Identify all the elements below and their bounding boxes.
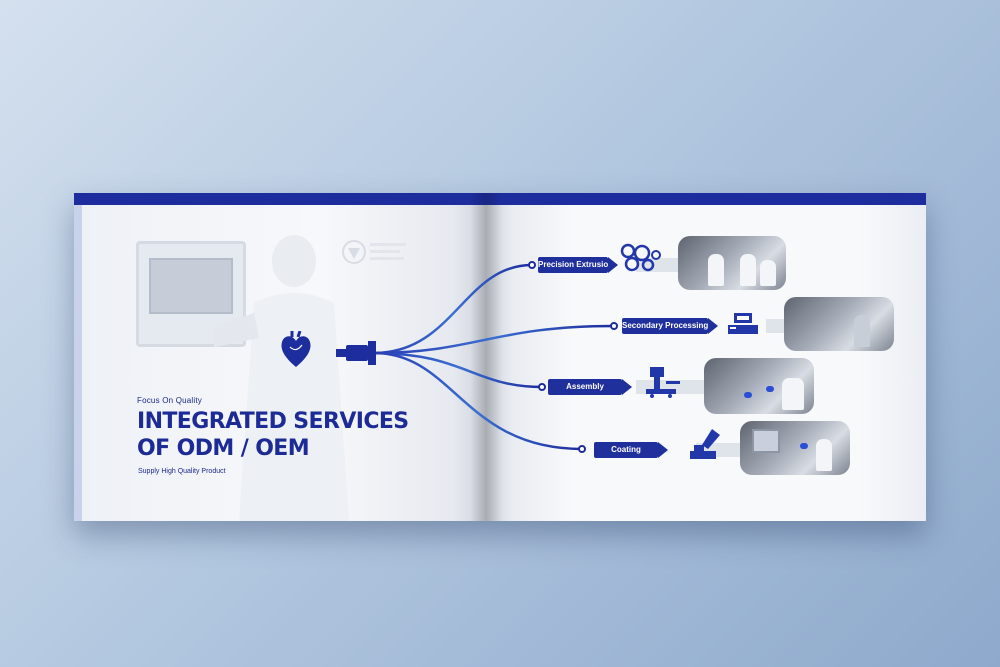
right-page: Precision Extrusion Secondary Processing: [486, 193, 926, 521]
assembly-photo: [704, 358, 814, 414]
cleanroom-worker-photo: [214, 235, 349, 521]
service-label-secondary-processing: Secondary Processing: [622, 318, 718, 334]
coating-photo: [740, 421, 850, 475]
extrusion-rings-icon: [620, 243, 661, 272]
processing-machine-icon: [728, 313, 758, 334]
headline-line-1: INTEGRATED SERVICES: [137, 409, 409, 434]
book-spine: [470, 193, 502, 521]
page-edge: [74, 205, 82, 521]
heart-organ-icon: [281, 331, 311, 367]
service-label-precision-extrusion: Precision Extrusion: [538, 257, 618, 273]
tagline: Focus On Quality: [137, 396, 203, 405]
service-label-assembly: Assembly: [548, 379, 632, 395]
certification-logo: [342, 240, 406, 264]
top-band-right: [486, 193, 926, 205]
top-band: [74, 193, 486, 205]
coating-brush-icon: [690, 429, 720, 459]
subtitle: Supply High Quality Product: [138, 468, 226, 475]
control-panel-photo: [136, 241, 246, 347]
cleanroom-photo-1: [678, 236, 786, 290]
processing-photo: [784, 297, 894, 351]
connector-lines: [336, 261, 618, 453]
service-label-coating: Coating: [594, 442, 668, 458]
headline: INTEGRATED SERVICES OF ODM / OEM: [137, 408, 409, 462]
assembly-press-icon: [646, 367, 680, 398]
headline-line-2: OF ODM / OEM: [137, 436, 310, 461]
brochure-spread: Focus On Quality INTEGRATED SERVICES OF …: [74, 193, 926, 521]
